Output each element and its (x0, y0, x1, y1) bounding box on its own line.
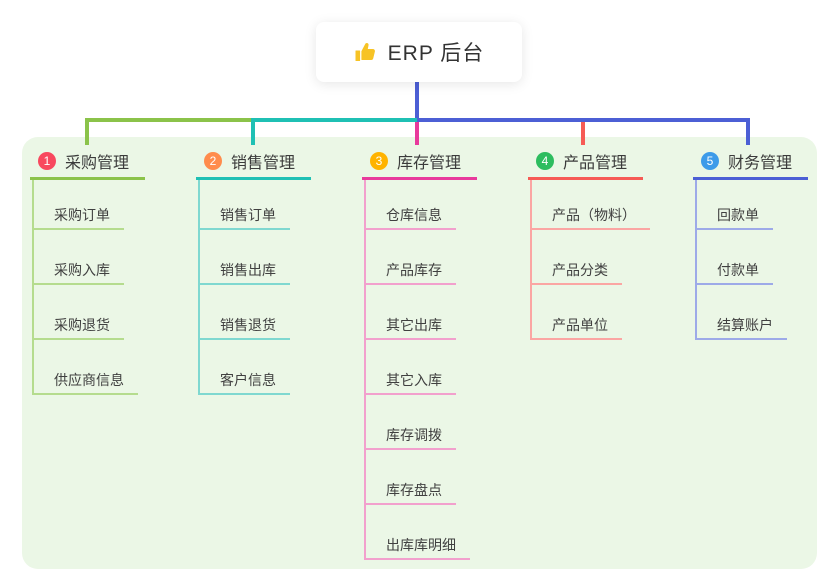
child-item[interactable]: 供应商信息 (32, 363, 138, 395)
branch-header[interactable]: 3 库存管理 (362, 145, 477, 180)
branch-title: 产品管理 (563, 155, 628, 172)
branch-product: 4 产品管理 产品（物料） 产品分类产品单位 (528, 145, 650, 340)
child-item[interactable]: 采购订单 (32, 198, 124, 230)
branch-drop-line-2 (251, 118, 255, 145)
branch-drop-line-1 (85, 118, 89, 145)
branch-number-badge: 1 (38, 152, 56, 170)
child-item[interactable]: 仓库信息 (364, 198, 456, 230)
child-item-label: 回款单 (717, 207, 759, 223)
child-item-label: 产品分类 (552, 262, 608, 278)
child-item[interactable]: 库存盘点 (364, 473, 456, 505)
child-item[interactable]: 其它入库 (364, 363, 456, 395)
root-node[interactable]: ERP 后台 (316, 22, 522, 82)
child-item[interactable]: 销售订单 (198, 198, 290, 230)
child-item[interactable]: 销售出库 (198, 253, 290, 285)
child-item-label: 客户信息 (220, 372, 276, 388)
branch-connector-line (32, 180, 34, 395)
branch-title: 财务管理 (728, 155, 793, 172)
branch-connector-line (530, 180, 532, 340)
child-item[interactable]: 客户信息 (198, 363, 290, 395)
child-item[interactable]: 采购入库 (32, 253, 124, 285)
root-connector-line (415, 82, 419, 118)
branch-drop-line-4 (581, 122, 585, 145)
child-item-label: 产品（物料） (552, 207, 636, 223)
child-item-label: 采购订单 (54, 207, 110, 223)
child-item-label: 库存盘点 (386, 482, 442, 498)
child-item[interactable]: 产品（物料） (530, 198, 650, 230)
branches-panel (22, 137, 817, 569)
branch-header[interactable]: 4 产品管理 (528, 145, 643, 180)
branch-number-badge: 4 (536, 152, 554, 170)
bus-line-right (417, 118, 750, 122)
child-item-label: 销售退货 (220, 317, 276, 333)
child-item-label: 库存调拨 (386, 427, 442, 443)
child-item-label: 付款单 (717, 262, 759, 278)
child-item-label: 其它出库 (386, 317, 442, 333)
branch-title: 销售管理 (231, 155, 296, 172)
child-item[interactable]: 采购退货 (32, 308, 124, 340)
branch-number-badge: 3 (370, 152, 388, 170)
child-item-label: 采购入库 (54, 262, 110, 278)
branch-drop-line-5 (746, 118, 750, 145)
branch-purchase: 1 采购管理 采购订单采购入库采购退货供应商信息 (30, 145, 145, 395)
child-item-label: 产品库存 (386, 262, 442, 278)
branch-title: 采购管理 (65, 155, 130, 172)
child-item[interactable]: 产品分类 (530, 253, 622, 285)
child-item[interactable]: 产品库存 (364, 253, 456, 285)
child-item-label: 仓库信息 (386, 207, 442, 223)
branch-connector-line (695, 180, 697, 340)
child-item-label: 销售出库 (220, 262, 276, 278)
branch-sales: 2 销售管理 销售订单销售出库销售退货客户信息 (196, 145, 311, 395)
child-item-label: 产品单位 (552, 317, 608, 333)
branch-finance: 5 财务管理 回款单付款单结算账户 (693, 145, 808, 340)
child-item[interactable]: 销售退货 (198, 308, 290, 340)
root-title: ERP 后台 (387, 42, 485, 65)
child-item[interactable]: 库存调拨 (364, 418, 456, 450)
branch-header[interactable]: 1 采购管理 (30, 145, 145, 180)
branch-title: 库存管理 (397, 155, 462, 172)
branch-number-badge: 5 (701, 152, 719, 170)
branch-header[interactable]: 2 销售管理 (196, 145, 311, 180)
thumbs-up-icon (354, 40, 378, 64)
bus-line-left (85, 118, 253, 122)
child-item[interactable]: 结算账户 (695, 308, 787, 340)
child-item-label: 销售订单 (220, 207, 276, 223)
branch-connector-line (198, 180, 200, 395)
branch-header[interactable]: 5 财务管理 (693, 145, 808, 180)
child-item[interactable]: 付款单 (695, 253, 773, 285)
branch-number-badge: 2 (204, 152, 222, 170)
child-item[interactable]: 出库库明细 (364, 528, 470, 560)
child-item[interactable]: 回款单 (695, 198, 773, 230)
child-item-label: 结算账户 (717, 317, 773, 333)
child-item-label: 供应商信息 (54, 372, 124, 388)
branch-connector-line (364, 180, 366, 560)
child-item[interactable]: 产品单位 (530, 308, 622, 340)
branch-inventory: 3 库存管理 仓库信息产品库存其它出库其它入库库存调拨库存盘点出库库明细 (362, 145, 477, 560)
child-item-label: 其它入库 (386, 372, 442, 388)
child-item-label: 采购退货 (54, 317, 110, 333)
child-item-label: 出库库明细 (386, 537, 456, 553)
child-item[interactable]: 其它出库 (364, 308, 456, 340)
branch-drop-line-3 (415, 122, 419, 145)
bus-line-middle (253, 118, 417, 122)
